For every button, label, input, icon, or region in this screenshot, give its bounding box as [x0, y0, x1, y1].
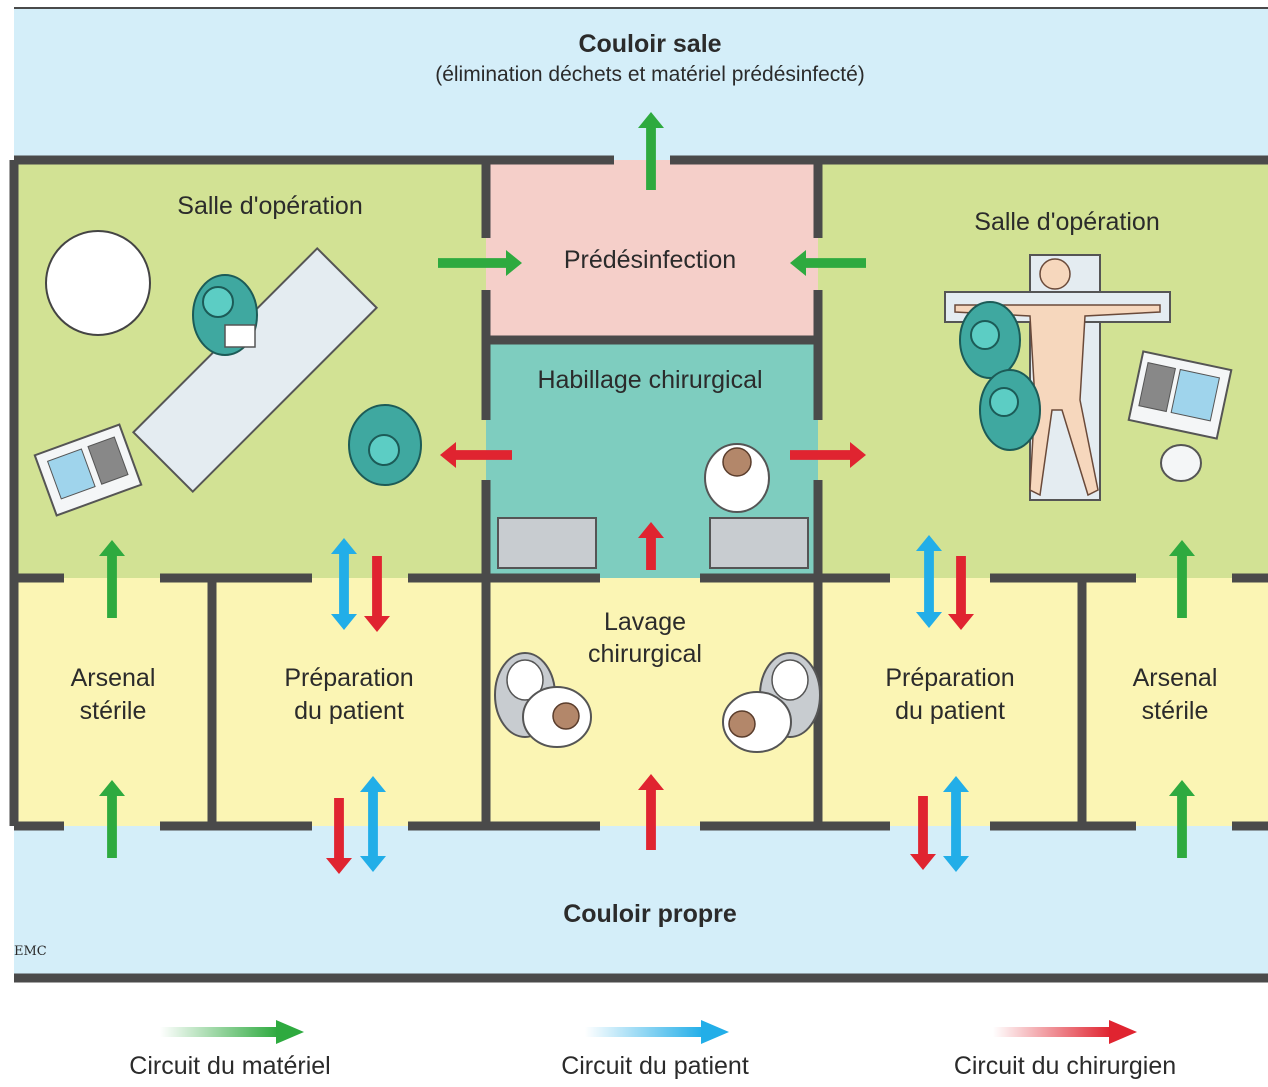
- predesinfection-label: Prédésinfection: [563, 246, 737, 274]
- gowning-table-right-icon: [709, 517, 809, 569]
- legend-surgeon-arrow-icon: [993, 1020, 1137, 1044]
- arsenal-right-room: [1082, 578, 1268, 826]
- legend-patient-label: Circuit du patient: [561, 1052, 749, 1080]
- surgeon-right-1-icon: [959, 301, 1021, 379]
- anesthesia-machine-left-icon: [33, 423, 143, 517]
- surgeon-flow-arrow-icon: [638, 522, 664, 570]
- surgeon-right-2-icon: [979, 369, 1041, 451]
- surgeon-gowning-icon: [704, 443, 770, 513]
- patient-icon: [954, 258, 1161, 497]
- gowning-table-left-icon: [497, 517, 597, 569]
- material-flow-arrow-icon: [1169, 540, 1195, 618]
- bidirectional-patient-flow-arrow-icon: [916, 535, 942, 628]
- corridor-clean-title: Couloir propre: [563, 900, 737, 928]
- corridor-dirty-title: Couloir sale: [578, 30, 722, 58]
- corridor-clean: [14, 826, 1268, 976]
- legend-surgeon-label: Circuit du chirurgien: [953, 1052, 1177, 1080]
- surgeon-left-1-icon: [192, 274, 258, 356]
- prep-left-label-line2: du patient: [294, 697, 404, 725]
- bidirectional-patient-flow-arrow-icon: [331, 538, 357, 630]
- surgeon-flow-arrow-icon: [364, 556, 390, 632]
- material-flow-arrow-icon: [638, 112, 664, 190]
- surgeon-flow-arrow-icon: [790, 442, 866, 468]
- flow-arrows: [99, 112, 1195, 874]
- bidirectional-patient-flow-arrow-icon: [943, 776, 969, 872]
- legend-material-label: Circuit du matériel: [129, 1052, 331, 1080]
- material-flow-arrow-icon: [438, 250, 522, 276]
- round-table-icon: [45, 230, 151, 336]
- surgeon-washing-right-icon: [722, 691, 792, 753]
- material-flow-arrow-icon: [99, 780, 125, 858]
- prep-right-label-line2: du patient: [895, 697, 1005, 725]
- legend-material-arrow-icon: [160, 1020, 304, 1044]
- surgeon-left-2-icon: [348, 404, 422, 486]
- surgeon-flow-arrow-icon: [948, 556, 974, 630]
- corridor-dirty: [14, 8, 1268, 160]
- emc-logo: EMC: [14, 944, 47, 959]
- lavage-label-line1: Lavage: [603, 608, 687, 636]
- arsenal-left-label-line2: stérile: [79, 697, 147, 725]
- corridor-dirty-subtitle: (élimination déchets et matériel prédési…: [435, 63, 865, 86]
- surgeon-flow-arrow-icon: [326, 798, 352, 874]
- or-left-label: Salle d'opération: [177, 192, 363, 220]
- surgeon-flow-arrow-icon: [638, 774, 664, 850]
- prep-right-label-line1: Préparation: [885, 664, 1015, 692]
- or-right-label: Salle d'opération: [974, 208, 1160, 236]
- bidirectional-patient-flow-arrow-icon: [360, 776, 386, 872]
- surgeon-flow-arrow-icon: [440, 442, 512, 468]
- walls: [9, 7, 1268, 983]
- prep-left-label-line1: Préparation: [284, 664, 414, 692]
- material-flow-arrow-icon: [790, 250, 866, 276]
- lavage-label-line2: chirurgical: [588, 640, 702, 668]
- surgeon-flow-arrow-icon: [910, 796, 936, 870]
- legend-patient-arrow-icon: [585, 1020, 729, 1044]
- arsenal-right-label-line2: stérile: [1141, 697, 1209, 725]
- arsenal-left-label-line1: Arsenal: [70, 664, 156, 692]
- surgeon-washing-left-icon: [522, 686, 592, 748]
- habillage-label: Habillage chirurgical: [537, 366, 763, 394]
- material-flow-arrow-icon: [1169, 780, 1195, 858]
- stool-icon: [1160, 444, 1202, 482]
- material-flow-arrow-icon: [99, 540, 125, 618]
- arsenal-right-label-line1: Arsenal: [1132, 664, 1218, 692]
- anesthesia-machine-right-icon: [1127, 350, 1233, 440]
